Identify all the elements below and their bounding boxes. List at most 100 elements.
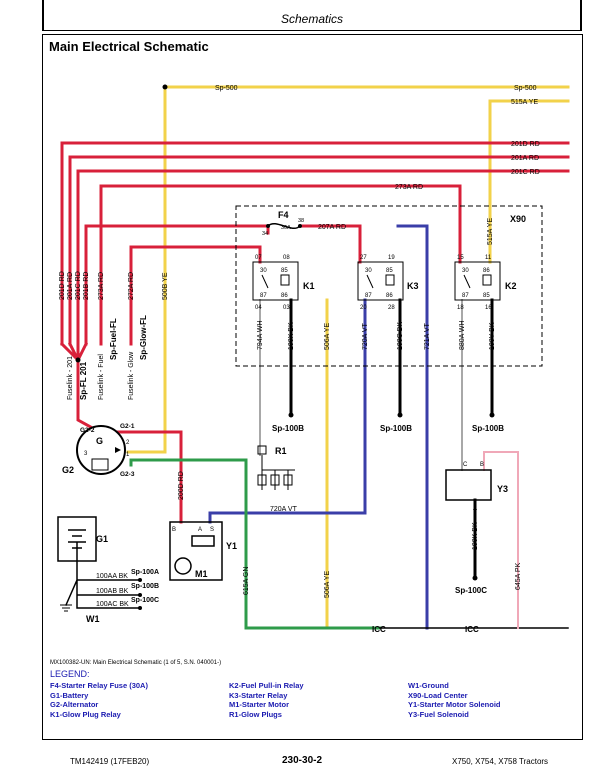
- starter-motor-m1: [169, 521, 223, 581]
- label-200d: 200D RD: [178, 471, 185, 500]
- label-v201c: 201C RD: [75, 271, 82, 300]
- wire-g21: [106, 430, 183, 502]
- legend-item: Y3-Fuel Solenoid: [408, 709, 469, 719]
- label-k3: K3: [407, 281, 419, 291]
- label-273a: 273A RD: [395, 184, 423, 191]
- label-v273a: 273A RD: [98, 272, 105, 300]
- legend-item: M1-Starter Motor: [229, 700, 290, 709]
- label-506a2: 506A YE: [324, 571, 331, 598]
- wire-fl201: [59, 341, 99, 433]
- footer-right: X750, X754, X758 Tractors: [452, 757, 549, 766]
- label-v201b: 201B RD: [83, 272, 90, 300]
- relay-pin-label: 27: [360, 255, 367, 261]
- label-g23: G2-3: [120, 471, 135, 478]
- label-f4: F4: [278, 210, 289, 220]
- label-880a: 880A WH: [459, 320, 466, 350]
- header-title: Schematics: [280, 12, 344, 26]
- label-x90: X90: [510, 214, 526, 224]
- label-506a: 506A YE: [324, 323, 331, 350]
- label-r1: R1: [275, 446, 287, 456]
- label-g1: G1: [96, 534, 108, 544]
- relay-pin-label: 08: [283, 255, 290, 261]
- legend-item: X90-Load Center: [408, 690, 468, 700]
- label-645a: 645A PK: [515, 562, 522, 590]
- label-icc1: ICC: [372, 625, 386, 634]
- footer-left: TM142419 (17FEB20): [70, 757, 150, 766]
- relay-pin-label: 07: [255, 255, 262, 261]
- relay-k2: [454, 261, 501, 301]
- relay-pin-label: 04: [255, 305, 262, 311]
- relay-pin-label: 85: [281, 268, 288, 274]
- label-icc2: ICC: [465, 625, 479, 634]
- relay-pin-label: 30: [365, 268, 372, 274]
- label-w1: W1: [86, 614, 100, 624]
- component-pin-label: C: [463, 462, 468, 468]
- relay-pin-label: 85: [483, 293, 490, 299]
- label-sp100b-k2: Sp-100B: [472, 424, 504, 433]
- footer-page-number: 230-30-2: [282, 755, 323, 766]
- label-100y: 100Y BK: [489, 322, 496, 350]
- label-fuel-link: Fuselink - Fuel: [98, 354, 105, 400]
- ground-w1: [60, 604, 72, 612]
- component-pin-label: 3: [84, 451, 88, 457]
- label-515a: 515A YE: [511, 99, 538, 106]
- label-721a: 721A VT: [424, 322, 431, 350]
- label-k1: K1: [303, 281, 315, 291]
- component-pin-label: 1: [126, 452, 130, 458]
- relay-pin-label: 20: [360, 305, 367, 311]
- legend-item: Y1-Starter Motor Solenoid: [408, 700, 501, 709]
- label-g22: G2-2: [80, 427, 95, 434]
- label-y3: Y3: [497, 484, 508, 494]
- legend-item: K1-Glow Plug Relay: [50, 709, 121, 719]
- label-v201d: 201D RD: [59, 271, 66, 300]
- x90-box: [235, 205, 543, 367]
- legend-col-1: F4-Starter Relay Fuse (30A) G1-Battery G…: [50, 681, 148, 719]
- wire-ground-battery: [65, 542, 141, 609]
- legend-item: G1-Battery: [50, 690, 89, 700]
- component-pin-label: 2: [126, 440, 130, 446]
- label-sp-fl201: Sp-FL 201: [79, 361, 88, 400]
- label-sp-fuelfl: Sp-Fuel-FL: [109, 318, 118, 360]
- relay-pin-label: 28: [388, 305, 395, 311]
- legend-item: G2-Alternator: [50, 700, 99, 709]
- label-f4-p38: 38: [298, 218, 304, 224]
- relay-pin-label: 86: [483, 268, 490, 274]
- wire-272a: [129, 245, 262, 346]
- wire-201d: [60, 141, 570, 346]
- section-title: Main Electrical Schematic: [49, 39, 209, 54]
- wire-615a: [129, 458, 382, 630]
- component-pin-label: A: [473, 506, 477, 512]
- relay-pin-label: 18: [457, 305, 464, 311]
- label-720a: 720A VT: [362, 322, 369, 350]
- wire-207a: [298, 224, 362, 264]
- label-sp500-left: Sp-500: [215, 85, 238, 92]
- component-pin-label: A: [198, 527, 202, 533]
- label-f4-p34: 34: [262, 231, 268, 237]
- legend-col-2: K2-Fuel Pull-in Relay K3-Starter Relay M…: [229, 681, 304, 719]
- page-header: Schematics: [42, 0, 582, 31]
- legend-col-3: W1-Ground X90-Load Center Y1-Starter Mot…: [408, 681, 501, 719]
- relay-pin-label: 30: [260, 268, 267, 274]
- label-k2: K2: [505, 281, 517, 291]
- legend-item: K2-Fuel Pull-in Relay: [229, 681, 304, 690]
- component-pin-label: S: [210, 527, 214, 533]
- component-pin-label: B: [172, 527, 176, 533]
- label-201a: 201A RD: [511, 155, 539, 162]
- wire-201b: [84, 224, 270, 346]
- relay-pin-label: 11: [485, 255, 492, 261]
- relay-pin-label: 86: [386, 293, 393, 299]
- label-sp100a: Sp-100A: [131, 569, 159, 576]
- wire-201a: [68, 155, 570, 346]
- label-sp100b-k3: Sp-100B: [380, 424, 412, 433]
- label-794a: 794A WH: [257, 320, 264, 350]
- label-v201a: 201A RD: [67, 272, 74, 300]
- legend-title: LEGEND:: [50, 669, 90, 679]
- legend-item: W1-Ground: [408, 681, 449, 690]
- relay-k3: [357, 261, 404, 301]
- schematic-frame: [42, 34, 583, 740]
- fuel-solenoid-y3: [445, 469, 492, 501]
- label-sp100c-g: Sp-100C: [131, 597, 159, 604]
- label-fl201-link: Fuselink - 201: [67, 356, 74, 400]
- wire-201c: [76, 169, 570, 346]
- relay-pin-label: 86: [281, 293, 288, 299]
